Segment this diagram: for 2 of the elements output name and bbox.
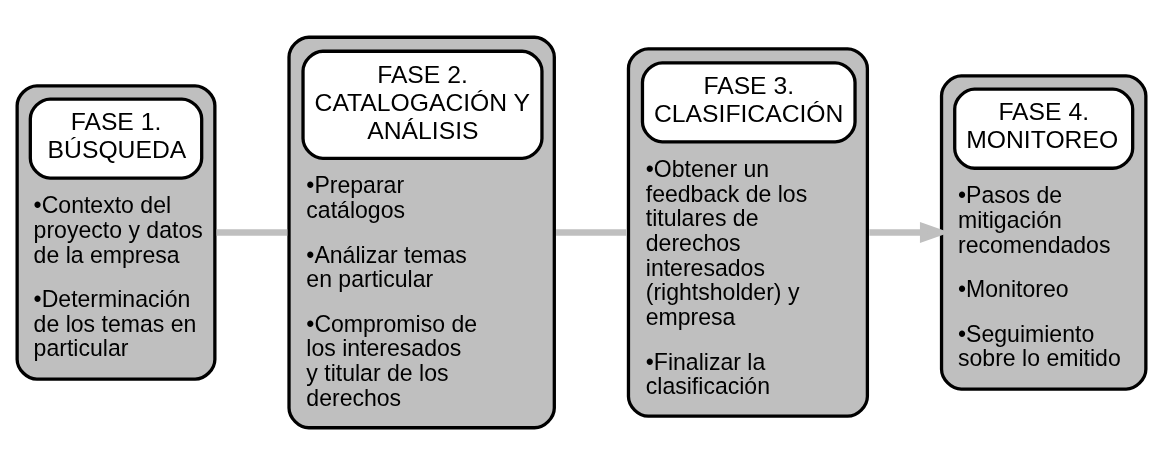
connector (216, 229, 288, 236)
connector (556, 229, 627, 236)
